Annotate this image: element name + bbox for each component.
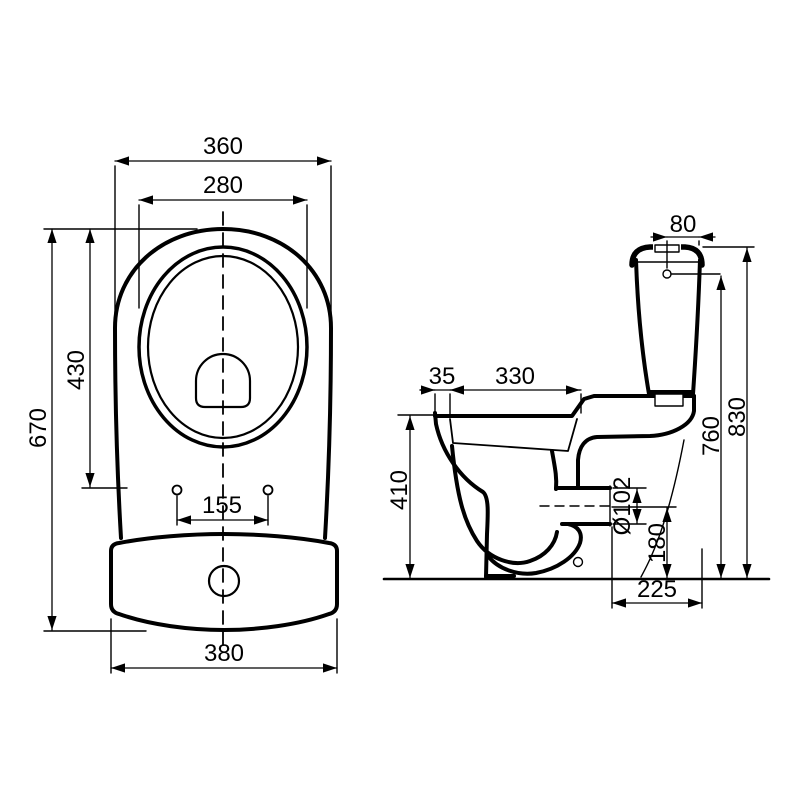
extension-lines <box>666 240 700 269</box>
extension-lines <box>434 393 582 416</box>
dim-rim-height: 410 <box>386 414 434 579</box>
dimension-label-330: 330 <box>495 363 535 390</box>
dim-rim-and-opening: 35 330 <box>419 363 582 416</box>
side-view: 80 35 330 410 Ø102 180 <box>382 211 771 609</box>
dimension-label: 410 <box>386 470 413 510</box>
dimension-label: 760 <box>698 416 725 456</box>
extension-lines <box>612 487 647 525</box>
dimension-label: 155 <box>202 492 242 519</box>
plan-view: 360 280 670 430 155 380 <box>25 133 339 674</box>
dimension-label: 670 <box>25 408 52 448</box>
back-profile <box>576 394 696 490</box>
dim-front-to-fixing-holes: 430 <box>63 228 128 489</box>
dim-flush-button-height: 760 <box>698 275 726 579</box>
dim-overall-width: 360 <box>114 133 332 317</box>
flush-button <box>662 269 672 279</box>
dimension-label: 380 <box>204 640 244 667</box>
dim-outlet-projection: 225 <box>611 526 703 609</box>
dim-fixing-hole-spacing: 155 <box>176 492 269 526</box>
dim-overall-height: 830 <box>702 246 755 579</box>
extension-lines <box>114 165 332 317</box>
dim-overall-length: 670 <box>25 228 198 632</box>
cistern-coupling <box>654 393 684 407</box>
dimension-label-35: 35 <box>429 363 456 390</box>
dimension-label: Ø102 <box>609 477 636 536</box>
dim-outlet-diameter: Ø102 <box>609 477 647 536</box>
extension-lines <box>138 204 308 309</box>
dimension-label: 430 <box>63 350 90 390</box>
drain-opening <box>194 352 252 409</box>
rim-section-lines <box>449 418 578 452</box>
rim-and-shelf <box>433 394 696 418</box>
bowl-front-outline <box>433 411 490 579</box>
seat-fixing-hole-right <box>262 484 274 496</box>
dim-seat-width: 280 <box>138 172 308 309</box>
cistern-side-front <box>634 258 651 396</box>
bowl-inner-curve <box>450 444 559 565</box>
dimension-label: 180 <box>644 523 671 563</box>
seat-fixing-hole-left <box>171 484 183 496</box>
extension-lines <box>611 526 703 609</box>
base-back-curve <box>640 439 685 578</box>
trap-outer-curve <box>486 522 583 576</box>
dim-cistern-top-depth: 80 <box>650 211 716 269</box>
trap-weir <box>550 449 559 491</box>
cistern-side-back <box>691 258 702 396</box>
bowl-outline <box>113 227 333 540</box>
dimension-label: 225 <box>637 576 677 603</box>
dimension-label: 80 <box>670 211 697 238</box>
dimension-label: 360 <box>203 133 243 160</box>
dimension-label: 280 <box>203 172 243 199</box>
flush-mount-hole <box>207 564 241 598</box>
dim-outlet-centre-height: 180 <box>539 505 677 579</box>
dimension-label: 830 <box>724 397 751 437</box>
base-fixing-hole <box>572 556 584 568</box>
dim-base-width: 380 <box>110 618 338 674</box>
base-outline <box>109 532 339 632</box>
extension-lines <box>43 228 198 632</box>
